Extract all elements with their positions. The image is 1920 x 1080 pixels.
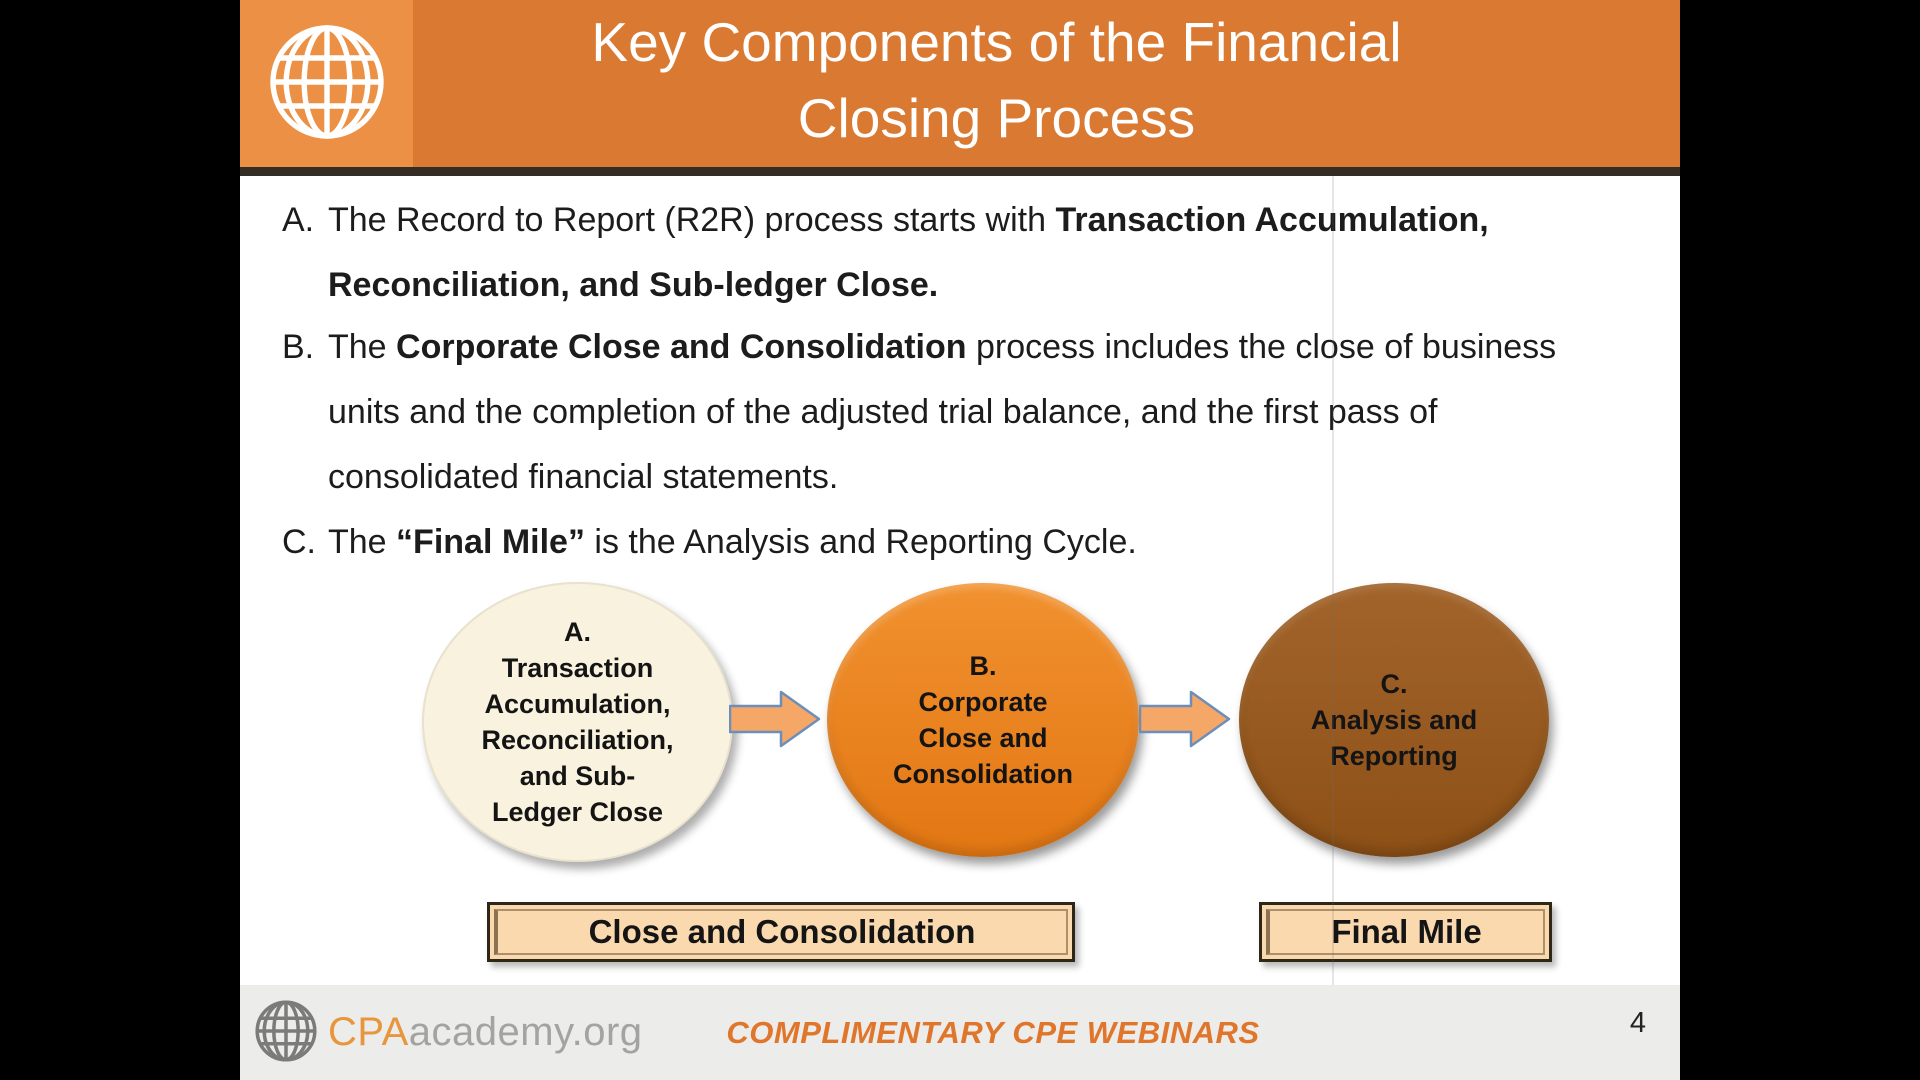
flow-arrow-icon <box>1139 690 1231 748</box>
bullet-c-pre: The <box>328 523 397 561</box>
bullet-a-bold: Transaction Accumulation, <box>1055 201 1489 239</box>
bullet-b-text3: consolidated financial statements. <box>328 458 839 496</box>
plaque-label: Final Mile <box>1266 909 1545 955</box>
process-ellipse-transaction: A. Transaction Accumulation, Reconciliat… <box>422 582 733 862</box>
bullet-b-post: process includes the close of business <box>966 328 1557 366</box>
letterbox-left <box>0 0 240 1080</box>
bullet-a-label: A. <box>282 201 315 239</box>
ellipse-a-line: Transaction <box>501 653 654 683</box>
plaque-label: Close and Consolidation <box>494 909 1068 955</box>
ellipse-a-line: Accumulation, <box>484 689 671 719</box>
ellipse-b-label: B. <box>969 651 997 681</box>
bullet-b-pre: The <box>328 328 397 366</box>
bullet-b-bold: Corporate Close and Consolidation <box>396 328 967 366</box>
brand-cpa: CPA <box>328 1010 409 1054</box>
slide-header: Key Components of the Financial Closing … <box>240 0 1680 167</box>
flow-arrow-icon <box>729 690 821 748</box>
bullet-b-line3: consolidated financial statements. <box>282 453 1670 501</box>
footer-tagline: COMPLIMENTARY CPE WEBINARS <box>726 1014 1260 1050</box>
bullet-a-text: The Record to Report (R2R) process start… <box>328 201 1056 239</box>
ellipse-c-line: Reporting <box>1330 741 1458 771</box>
brand-academy: academy.org <box>408 1010 643 1054</box>
slide-title-line1: Key Components of the Financial <box>591 11 1402 73</box>
bullet-b-line1: B. The Corporate Close and Consolidation… <box>282 323 1670 371</box>
final-mile-plaque: Final Mile <box>1259 902 1552 962</box>
video-artifact-line <box>1332 176 1334 985</box>
ellipse-b-line: Close and <box>918 723 1048 753</box>
footer-globe-icon <box>255 1000 317 1062</box>
slide-title: Key Components of the Financial Closing … <box>413 4 1680 156</box>
page-number: 4 <box>1629 1007 1647 1039</box>
ellipse-a-line: Ledger Close <box>491 797 664 827</box>
header-divider <box>240 167 1680 176</box>
close-and-consolidation-plaque: Close and Consolidation <box>487 902 1075 962</box>
ellipse-a-label: A. <box>564 617 591 647</box>
bullet-c-line: C. The “Final Mile” is the Analysis and … <box>282 518 1670 566</box>
ellipse-a-line: and Sub- <box>519 761 636 791</box>
globe-icon <box>270 25 384 139</box>
bullet-b-text2: units and the completion of the adjusted… <box>328 393 1438 431</box>
bullet-b-line2: units and the completion of the adjusted… <box>282 388 1670 436</box>
bullet-a-line2: Reconciliation, and Sub-ledger Close. <box>282 261 1670 309</box>
process-ellipse-corporate-close: B. Corporate Close and Consolidation <box>827 583 1139 857</box>
ellipse-b-line: Consolidation <box>893 759 1073 789</box>
ellipse-c-line: Analysis and <box>1310 705 1478 735</box>
bullet-c-bold: “Final Mile” <box>396 523 585 561</box>
bullet-c-label: C. <box>282 523 316 561</box>
ellipse-c-label: C. <box>1380 669 1408 699</box>
slide: Key Components of the Financial Closing … <box>240 0 1680 1080</box>
bullet-b-label: B. <box>282 328 315 366</box>
bullet-a-line1: A. The Record to Report (R2R) process st… <box>282 196 1670 244</box>
ellipse-a-line: Reconciliation, <box>481 725 674 755</box>
bullet-c-post: is the Analysis and Reporting Cycle. <box>584 523 1137 561</box>
letterbox-right <box>1680 0 1920 1080</box>
process-ellipse-analysis: C. Analysis and Reporting <box>1239 583 1549 857</box>
slide-title-line2: Closing Process <box>797 87 1196 149</box>
ellipse-b-line: Corporate <box>918 687 1048 717</box>
header-logo-square <box>240 0 413 167</box>
bullet-a-bold2: Reconciliation, and Sub-ledger Close. <box>328 266 939 304</box>
